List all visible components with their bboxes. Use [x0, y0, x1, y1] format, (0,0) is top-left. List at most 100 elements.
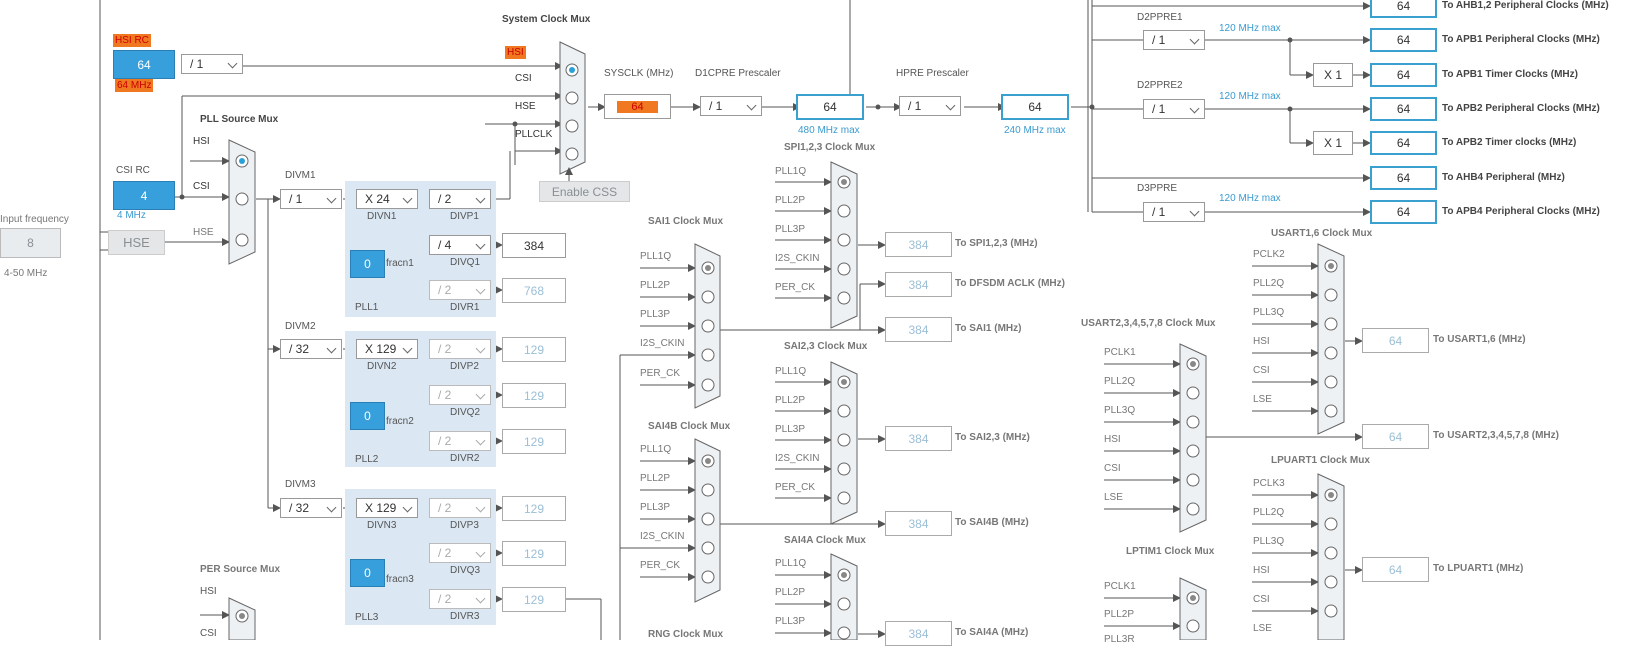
apb4-output-label: To APB4 Peripheral Clocks (MHz)	[1442, 206, 1600, 217]
chevron-down-icon	[475, 593, 486, 604]
d1cpre-select[interactable]: / 1	[700, 96, 762, 116]
d1cpre-value: / 1	[709, 99, 723, 113]
fracn2-input[interactable]: 0	[350, 402, 385, 430]
pll3r-output: 129	[502, 587, 566, 612]
divp3-select[interactable]: / 2	[429, 498, 491, 518]
divq3-value: / 2	[438, 546, 452, 560]
usart16-output-label: To USART1,6 (MHz)	[1433, 334, 1526, 345]
sai4b-output-label: To SAI4B (MHz)	[955, 517, 1029, 528]
d2ppre2-max: 120 MHz max	[1219, 91, 1281, 102]
divm1-select[interactable]: / 1	[280, 189, 342, 209]
divm2-select[interactable]: / 32	[280, 339, 342, 359]
usart2-output-label: To USART2,3,4,5,7,8 (MHz)	[1433, 430, 1559, 441]
ahb-clock-output: 64	[1001, 94, 1069, 120]
csi-freq: 4 MHz	[117, 210, 146, 221]
spi-clock-mux-title: SPI1,2,3 Clock Mux	[784, 142, 876, 153]
lpuart1-clock-mux-title: LPUART1 Clock Mux	[1271, 455, 1370, 466]
divq1-value: / 4	[438, 238, 452, 252]
usart16-input-0: PCLK2	[1253, 249, 1285, 260]
d2ppre1-max: 120 MHz max	[1219, 23, 1281, 34]
d3ppre-select[interactable]: / 1	[1143, 202, 1205, 222]
chevron-down-icon	[326, 502, 337, 513]
fracn3-input[interactable]: 0	[350, 559, 385, 587]
fracn3-label: fracn3	[386, 574, 414, 585]
divq3-label: DIVQ3	[450, 565, 481, 576]
divn1-select[interactable]: X 24	[356, 189, 418, 209]
divp2-value: / 2	[438, 342, 452, 356]
usart16-clock-mux-title: USART1,6 Clock Mux	[1271, 228, 1373, 239]
divr3-select[interactable]: / 2	[429, 589, 491, 609]
enable-css-button[interactable]: Enable CSS	[539, 181, 630, 202]
divm3-label: DIVM3	[285, 479, 316, 490]
apb4-output: 64	[1370, 200, 1437, 224]
hsi-divider-select[interactable]: / 1	[181, 54, 243, 74]
sai4a-input-2: PLL3P	[775, 616, 806, 627]
divn2-select[interactable]: X 129	[356, 339, 418, 359]
sai23-clock-mux-title: SAI2,3 Clock Mux	[784, 341, 868, 352]
sysclk-value: 64	[617, 100, 658, 113]
divq2-select[interactable]: / 2	[429, 385, 491, 405]
usart16-input-1: PLL2Q	[1253, 278, 1285, 289]
sai4b-input-4: PER_CK	[640, 560, 681, 571]
apb1-output-label: To APB1 Peripheral Clocks (MHz)	[1442, 34, 1600, 45]
divn1-value: X 24	[365, 192, 390, 206]
pll2r-output: 129	[502, 429, 566, 454]
sai4a-output-label: To SAI4A (MHz)	[955, 627, 1029, 638]
spi-input-0: PLL1Q	[775, 166, 807, 177]
divr3-label: DIVR3	[450, 611, 480, 622]
divq1-select[interactable]: / 4	[429, 235, 491, 255]
d2ppre2-value: / 1	[1152, 102, 1166, 116]
divr1-value: / 2	[438, 283, 452, 297]
divq1-label: DIVQ1	[450, 257, 481, 268]
ahb12-output: 64	[1370, 0, 1437, 18]
divp1-select[interactable]: / 2	[429, 189, 491, 209]
sysclk-box: 64	[604, 94, 671, 119]
ahb4-output: 64	[1370, 166, 1437, 190]
lpuart1-output: 64	[1362, 557, 1429, 582]
sai23-output-label: To SAI2,3 (MHz)	[955, 432, 1030, 443]
divr2-select[interactable]: / 2	[429, 431, 491, 451]
sai4b-input-1: PLL2P	[640, 473, 671, 484]
divm1-value: / 1	[289, 192, 303, 206]
sai4b-input-0: PLL1Q	[640, 444, 672, 455]
apb1-timer-output-label: To APB1 Timer Clocks (MHz)	[1442, 69, 1578, 80]
divm3-select[interactable]: / 32	[280, 498, 342, 518]
chevron-down-icon	[475, 284, 486, 295]
csi-rc-value[interactable]: 4	[113, 181, 175, 210]
hse-source-box[interactable]: HSE	[108, 230, 165, 255]
apb1-timer-multiplier: X 1	[1313, 63, 1353, 87]
divr1-select[interactable]: / 2	[429, 280, 491, 300]
d2ppre1-label: D2PPRE1	[1137, 12, 1183, 23]
apb2-output-label: To APB2 Peripheral Clocks (MHz)	[1442, 103, 1600, 114]
usart2-input-4: CSI	[1104, 463, 1121, 474]
d2ppre1-select[interactable]: / 1	[1143, 30, 1205, 50]
fracn1-input[interactable]: 0	[350, 250, 385, 278]
per-source-mux-title: PER Source Mux	[200, 564, 281, 575]
divn3-select[interactable]: X 129	[356, 498, 418, 518]
divm2-label: DIVM2	[285, 321, 316, 332]
d2ppre2-select[interactable]: / 1	[1143, 99, 1205, 119]
pll3-label: PLL3	[355, 612, 379, 623]
divp2-select[interactable]: / 2	[429, 339, 491, 359]
chevron-down-icon	[475, 193, 486, 204]
pllsrc-input-hsi: HSI	[193, 136, 210, 147]
pllsrc-input-csi: CSI	[193, 181, 210, 192]
hsi-rc-value[interactable]: 64	[113, 50, 175, 79]
usart2-input-2: PLL3Q	[1104, 405, 1136, 416]
hpre-value: / 1	[908, 99, 922, 113]
chevron-down-icon	[746, 100, 757, 111]
chevron-down-icon	[475, 343, 486, 354]
input-frequency-input[interactable]: 8	[0, 228, 61, 258]
sai4a-clock-mux-title: SAI4A Clock Mux	[784, 535, 866, 546]
divq3-select[interactable]: / 2	[429, 543, 491, 563]
hpre-label: HPRE Prescaler	[896, 68, 969, 79]
d2ppre2-label: D2PPRE2	[1137, 80, 1183, 91]
d3ppre-value: / 1	[1152, 205, 1166, 219]
hpre-select[interactable]: / 1	[899, 96, 961, 116]
lpuart1-input-2: PLL3Q	[1253, 536, 1285, 547]
sai4b-clock-mux-title: SAI4B Clock Mux	[648, 421, 731, 432]
divp1-label: DIVP1	[450, 211, 479, 222]
input-frequency-range: 4-50 MHz	[4, 268, 48, 279]
divq2-value: / 2	[438, 388, 452, 402]
per-input-csi: CSI	[200, 628, 217, 639]
